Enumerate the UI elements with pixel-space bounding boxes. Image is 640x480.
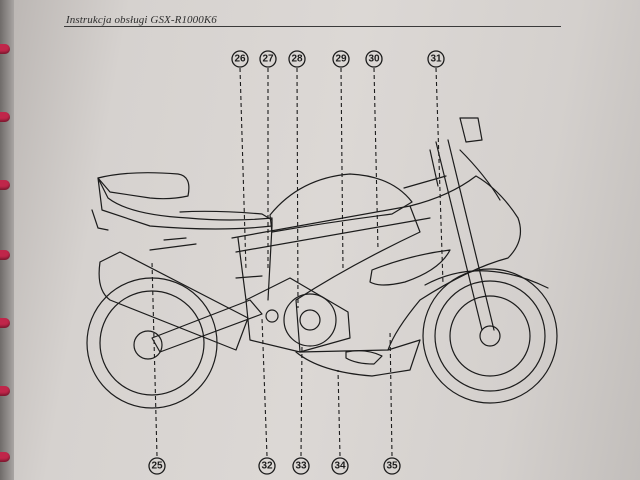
side-fairing <box>295 175 521 353</box>
rider-footrest <box>235 275 263 279</box>
front-tire <box>422 268 558 404</box>
binding-ring <box>0 112 10 122</box>
rear-footrest <box>149 237 197 251</box>
spiral-binding <box>0 0 14 480</box>
handlebar <box>403 149 447 189</box>
rear-rim <box>99 290 205 396</box>
mirror <box>459 117 483 143</box>
callout-29: 29 <box>332 50 350 68</box>
front-fender <box>424 270 549 289</box>
callout-30: 30 <box>365 50 383 68</box>
svg-text:28: 28 <box>291 54 303 65</box>
fairing-vent-lower <box>345 350 383 365</box>
callout-35: 35 <box>383 457 401 475</box>
svg-text:33: 33 <box>295 461 307 472</box>
callouts-bottom: 25 32 33 34 35 <box>148 457 401 475</box>
binding-ring <box>0 44 10 54</box>
front-fork <box>435 139 495 331</box>
svg-text:26: 26 <box>234 54 246 65</box>
callout-34: 34 <box>331 457 349 475</box>
tail-section <box>97 177 273 230</box>
gear-pedal-pivot <box>265 309 279 323</box>
rear-hub <box>133 330 163 360</box>
callout-28: 28 <box>288 50 306 68</box>
callout-26: 26 <box>231 50 249 68</box>
svg-text:35: 35 <box>386 461 398 472</box>
callout-27: 27 <box>259 50 277 68</box>
engine-block <box>245 277 351 353</box>
callout-33: 33 <box>292 457 310 475</box>
front-hub <box>479 325 501 347</box>
binding-ring <box>0 180 10 190</box>
rider-seat <box>179 210 273 221</box>
svg-text:30: 30 <box>368 54 380 65</box>
callouts-top: 26 27 28 29 30 31 <box>231 50 445 68</box>
svg-text:32: 32 <box>261 461 273 472</box>
page-header: Instrukcja obsługi GSX-R1000K6 <box>66 14 217 26</box>
leader-lines <box>151 67 444 457</box>
engine-cover-center <box>299 309 321 331</box>
binding-ring <box>0 318 10 328</box>
binding-ring <box>0 386 10 396</box>
engine-clutch-cover <box>283 293 337 347</box>
rear-subframe <box>237 225 273 301</box>
motorcycle-illustration <box>86 117 558 409</box>
windscreen <box>459 149 501 201</box>
lower-cowl <box>295 339 421 377</box>
svg-text:29: 29 <box>335 54 347 65</box>
svg-text:31: 31 <box>430 54 442 65</box>
front-rim <box>434 280 546 392</box>
front-brake-disc <box>449 295 531 377</box>
callout-31: 31 <box>427 50 445 68</box>
callout-32: 32 <box>258 457 276 475</box>
swingarm <box>151 299 263 353</box>
svg-text:25: 25 <box>151 461 163 472</box>
svg-text:27: 27 <box>262 54 274 65</box>
svg-text:34: 34 <box>334 461 346 472</box>
binding-ring <box>0 452 10 462</box>
binding-ring <box>0 250 10 260</box>
fairing-vent <box>369 249 451 286</box>
tail-light <box>91 209 109 231</box>
frame-spar <box>231 205 431 253</box>
callout-25: 25 <box>148 457 166 475</box>
header-rule <box>64 26 561 27</box>
exhaust-muffler <box>98 251 249 351</box>
rear-seat <box>97 172 190 200</box>
fuel-tank <box>269 173 413 233</box>
